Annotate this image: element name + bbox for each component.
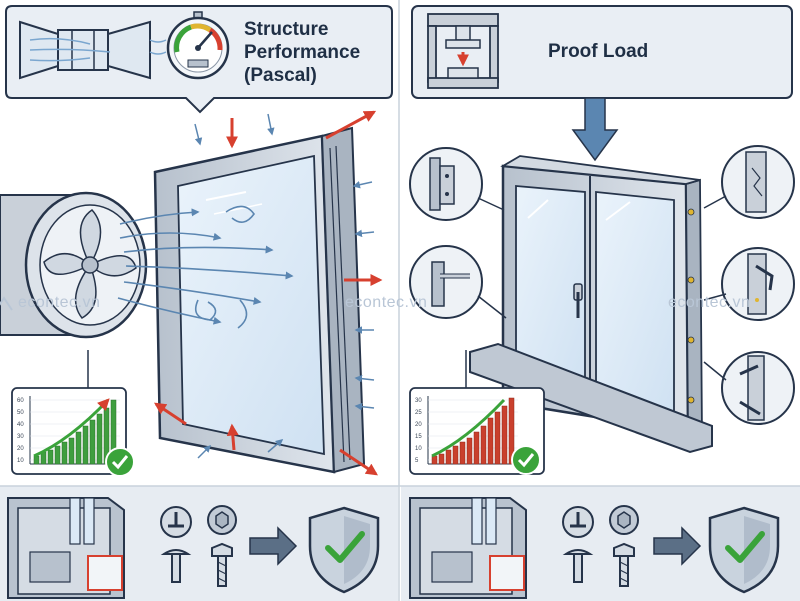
fan-icon xyxy=(0,191,148,339)
title-line: Performance xyxy=(244,42,361,63)
chart-right-tick: 20 xyxy=(415,422,422,428)
watermark-text: econtec.vn xyxy=(668,294,751,311)
window-handle-icon xyxy=(573,283,583,318)
screw-fastener-icons xyxy=(562,505,639,587)
left-panel: 60 50 40 30 20 10 xyxy=(0,5,393,477)
chart-left-tick: 60 xyxy=(17,398,24,404)
title-line: (Pascal) xyxy=(244,65,317,86)
airflow-swirls xyxy=(117,205,294,329)
wind-tunnel-icon xyxy=(19,20,167,80)
chart-left-tick: 20 xyxy=(17,446,24,452)
check-badge-icon xyxy=(511,445,541,475)
proof-load-callout xyxy=(411,5,793,99)
chart-right-tick: 25 xyxy=(415,410,422,416)
chart-right-tick: 5 xyxy=(415,458,419,464)
test-window-right xyxy=(469,155,713,454)
detail-hinge-right xyxy=(703,351,795,425)
chart-right-tick: 30 xyxy=(415,398,422,404)
frame-profile-section-icon xyxy=(7,497,125,599)
structure-performance-chart: 60 50 40 30 20 10 xyxy=(11,350,135,477)
screw-fastener-icons xyxy=(160,505,237,587)
arrow-right-icon xyxy=(653,526,702,566)
load-direction-arrow xyxy=(571,97,619,162)
watermark-logo-icon xyxy=(0,296,13,311)
frame-profile-section-icon xyxy=(409,497,527,599)
watermark-text: econtec.vn xyxy=(345,294,428,311)
bottom-right-row xyxy=(409,497,780,599)
watermark-text: econtec.vn xyxy=(18,294,101,311)
chart-left-tick: 40 xyxy=(17,422,24,428)
shield-check-icon xyxy=(308,506,380,594)
detail-crack-right xyxy=(703,145,795,219)
check-badge-icon xyxy=(105,447,135,477)
arrow-right-icon xyxy=(249,526,298,566)
proof-load-title: Proof Load xyxy=(548,41,649,62)
press-icon xyxy=(427,13,499,89)
structure-performance-title: Structure Performance (Pascal) xyxy=(244,18,394,87)
shield-check-icon xyxy=(708,506,780,594)
chart-left-tick: 10 xyxy=(17,458,24,464)
proof-load-chart: 30 25 20 15 10 5 xyxy=(409,350,545,475)
chart-right-tick: 10 xyxy=(415,446,422,452)
right-panel: 30 25 20 15 10 5 xyxy=(409,5,795,475)
pressure-arrows xyxy=(154,110,383,476)
chart-right-tick: 15 xyxy=(415,434,422,440)
test-window-left xyxy=(153,126,366,474)
pressure-gauge-icon xyxy=(166,11,230,80)
structure-callout xyxy=(5,5,393,114)
chart-left-tick: 30 xyxy=(17,434,24,440)
detail-latch-right xyxy=(703,247,795,321)
detail-handle-left xyxy=(409,245,507,319)
bottom-left-row xyxy=(7,497,380,599)
title-line: Structure xyxy=(244,19,329,40)
detail-hinge-left xyxy=(409,147,505,221)
chart-left-tick: 50 xyxy=(17,410,24,416)
